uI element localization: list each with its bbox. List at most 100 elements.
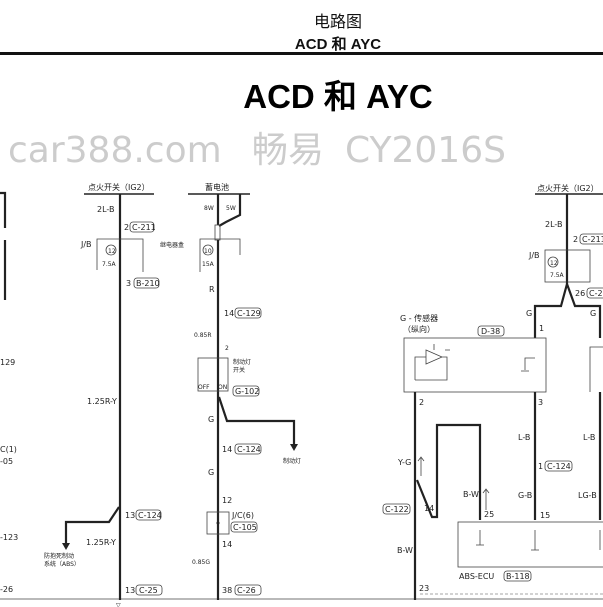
fuse-number: 12 xyxy=(550,260,558,267)
wire-color-label: 2L-B xyxy=(545,220,563,229)
connector-label: C-124 xyxy=(237,445,261,454)
fuse-rating: 7.5A xyxy=(550,272,565,279)
pin-label: 14 xyxy=(222,540,232,549)
brake-switch-circuit: 蓄电池 8W 5W 继电器盒 10 15A R 14 C-129 0.85R 2… xyxy=(160,182,301,600)
connector-label: B-118 xyxy=(506,572,530,581)
junction-block-label: J/B xyxy=(528,251,540,260)
relay-box-label: 继电器盒 xyxy=(160,241,184,249)
wire-color-label: G xyxy=(526,309,532,318)
junction-block-label: J/B xyxy=(80,240,92,249)
fuse-number: 10 xyxy=(204,248,212,255)
wire-size-label: 5W xyxy=(226,205,236,212)
wire-color-label: R xyxy=(209,285,215,294)
branch-destination-label: 系统（ABS） xyxy=(44,560,80,568)
connector-label: C-124 xyxy=(138,511,162,520)
connector-label: B-210 xyxy=(136,279,160,288)
wire-color-label: B-W xyxy=(463,490,479,499)
g-sensor-box xyxy=(403,337,547,393)
pin-label: 2 xyxy=(419,398,424,407)
wire-color-label: G-B xyxy=(518,491,532,500)
power-source-label: 蓄电池 xyxy=(205,182,229,192)
pin-label: 2 xyxy=(573,235,578,244)
ecu-label: ABS-ECU xyxy=(459,572,494,581)
pin-label: 13 xyxy=(125,586,135,595)
watermark-text: 畅易 xyxy=(252,130,324,171)
wire-color-label: Y-G xyxy=(397,458,411,467)
arrow-down-icon xyxy=(290,444,298,451)
connector-label: C-2 xyxy=(589,289,603,298)
wire-color-label: G xyxy=(208,415,214,424)
pin-label: 13 xyxy=(125,511,135,520)
pin-label: 1 xyxy=(539,324,544,333)
abs-ecu-box xyxy=(457,521,603,568)
pin-label: 38 xyxy=(222,586,232,595)
connector-label: 129 xyxy=(0,358,15,367)
watermark: car388.com 畅易 CY2016S xyxy=(8,130,506,171)
watermark-text: CY2016S xyxy=(345,130,506,171)
switch-state-label: OFF xyxy=(198,384,210,391)
ignition-circuit: 点火开关（IG2） 2L-B 2 C-211 J/B 12 7.5A 3 B-2… xyxy=(44,182,163,607)
wire-color-label: 0.85R xyxy=(194,332,212,339)
connector-label: -05 xyxy=(0,457,13,466)
connector-label: G-102 xyxy=(235,387,259,396)
connector-label: C-211 xyxy=(132,223,156,232)
left-edge-fragment: 129 C(1) -05 -123 -26 xyxy=(0,191,18,594)
wire-color-label: G xyxy=(590,309,596,318)
pin-label: 3 xyxy=(126,279,131,288)
power-source-label: 点火开关（IG2） xyxy=(537,183,599,193)
connector-label: C(1) xyxy=(0,445,17,454)
fuse-number: 12 xyxy=(108,248,116,255)
wire-color-label: L-B xyxy=(583,433,595,442)
pin-label: 14 xyxy=(224,309,234,318)
connector-label: C-25 xyxy=(139,586,158,595)
pin-label: 23 xyxy=(419,584,429,593)
sensor-label: G - 传感器 xyxy=(400,313,438,323)
pin-label: 26 xyxy=(575,289,585,298)
pin-label: 3 xyxy=(538,398,543,407)
ground-symbol-icon: ▽ xyxy=(116,602,121,607)
section-subtitle: ACD 和 AYC xyxy=(294,36,382,53)
joint-connector-label: J/C(6) xyxy=(231,511,254,520)
connector-label: C-124 xyxy=(547,462,571,471)
wire-color-label: B-W xyxy=(397,546,413,555)
wire-color-label: 0.85G xyxy=(192,559,210,566)
fuse-rating: 15A xyxy=(202,261,215,268)
arrow-down-icon xyxy=(62,543,70,550)
pin-label: 1 xyxy=(538,462,543,471)
wire-color-label: 2L-B xyxy=(97,205,115,214)
page-title: ACD 和 AYC xyxy=(243,78,433,115)
switch-label: 开关 xyxy=(233,366,245,374)
connector-label: C-129 xyxy=(237,309,261,318)
wire-size-label: 8W xyxy=(204,205,214,212)
connector-label: C-26 xyxy=(237,586,256,595)
watermark-text: car388.com xyxy=(8,130,222,171)
branch-destination-label: 防抱死制动 xyxy=(44,552,74,560)
wire-color-label: G xyxy=(208,468,214,477)
pin-label: 25 xyxy=(484,510,494,519)
wire-color-label: 1.25R-Y xyxy=(86,538,116,547)
connector-label: -26 xyxy=(0,585,13,594)
branch-destination-label: 制动灯 xyxy=(283,457,301,465)
connector-label: D-38 xyxy=(481,327,500,336)
section-heading: 电路图 xyxy=(313,12,362,31)
pin-label: 12 xyxy=(222,496,232,505)
sensor-label: （纵向） xyxy=(403,324,435,334)
g-sensor-circuit: 点火开关（IG2） 2L-B 2 C-211 J/B 12 7.5A 26 C-… xyxy=(382,183,603,600)
wire-color-label: L-B xyxy=(518,433,530,442)
power-source-label: 点火开关（IG2） xyxy=(88,182,150,192)
switch-label: 制动灯 xyxy=(233,358,251,366)
connector-label: C-122 xyxy=(385,505,409,514)
pin-label: 14 xyxy=(424,504,434,513)
connector-label: C-211 xyxy=(582,235,603,244)
fuse-rating: 7.5A xyxy=(102,261,117,268)
connector-label: C-105 xyxy=(233,523,257,532)
wire-color-label: LG-B xyxy=(578,491,597,500)
header-rule xyxy=(0,52,603,55)
connector-label: -123 xyxy=(0,533,18,542)
switch-state-label: ON xyxy=(218,384,227,391)
pin-label: 14 xyxy=(222,445,232,454)
wire-color-label: 1.25R-Y xyxy=(87,397,117,406)
pin-label: 2 xyxy=(124,223,129,232)
pin-label: 2 xyxy=(225,345,229,352)
